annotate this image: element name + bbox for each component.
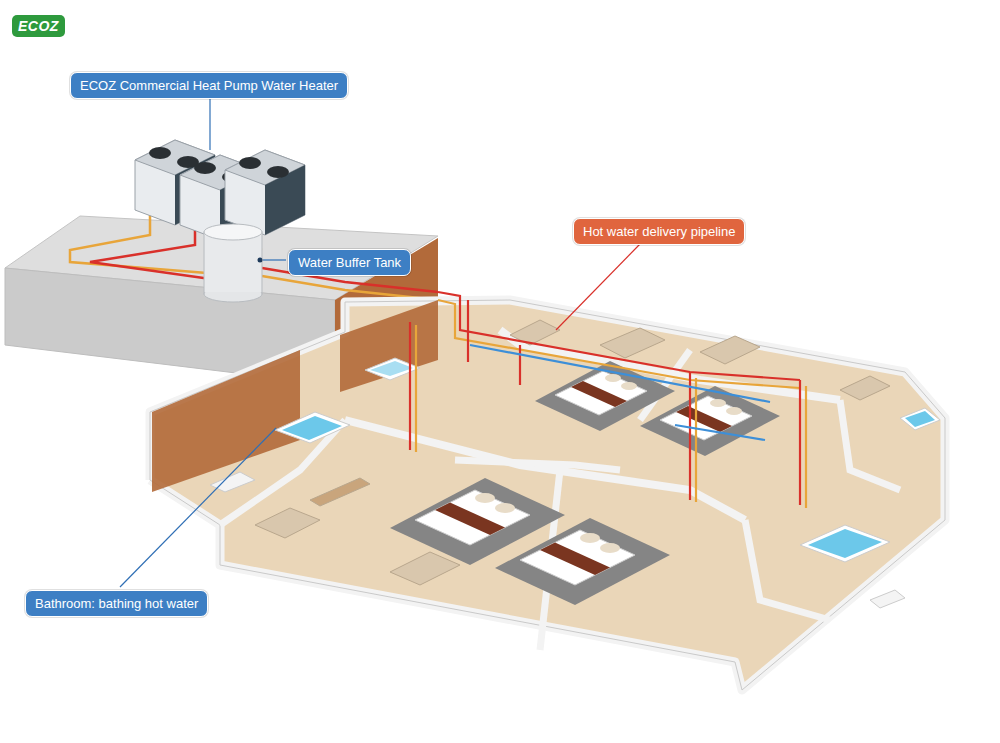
label-text: ECOZ [18, 18, 59, 34]
bathtubs [210, 358, 940, 608]
beds [390, 361, 780, 605]
callout-label: Water Buffer Tank [288, 249, 411, 276]
label-text: Bathroom: bathing hot water [35, 595, 198, 612]
callout-label: Hot water delivery pipeline [573, 218, 745, 245]
label-text: Hot water delivery pipeline [583, 223, 735, 240]
heat-pump-units [135, 140, 305, 240]
leader-lines [120, 99, 640, 587]
brand-logo: ECOZ [12, 15, 65, 37]
building-floor [150, 300, 945, 690]
buffer-tank [204, 224, 263, 302]
callout-label: ECOZ Commercial Heat Pump Water Heater [70, 72, 348, 99]
callout-label: Bathroom: bathing hot water [25, 590, 208, 617]
label-text: ECOZ Commercial Heat Pump Water Heater [80, 77, 338, 94]
label-text: Water Buffer Tank [298, 254, 401, 271]
building-pipes [410, 292, 806, 508]
